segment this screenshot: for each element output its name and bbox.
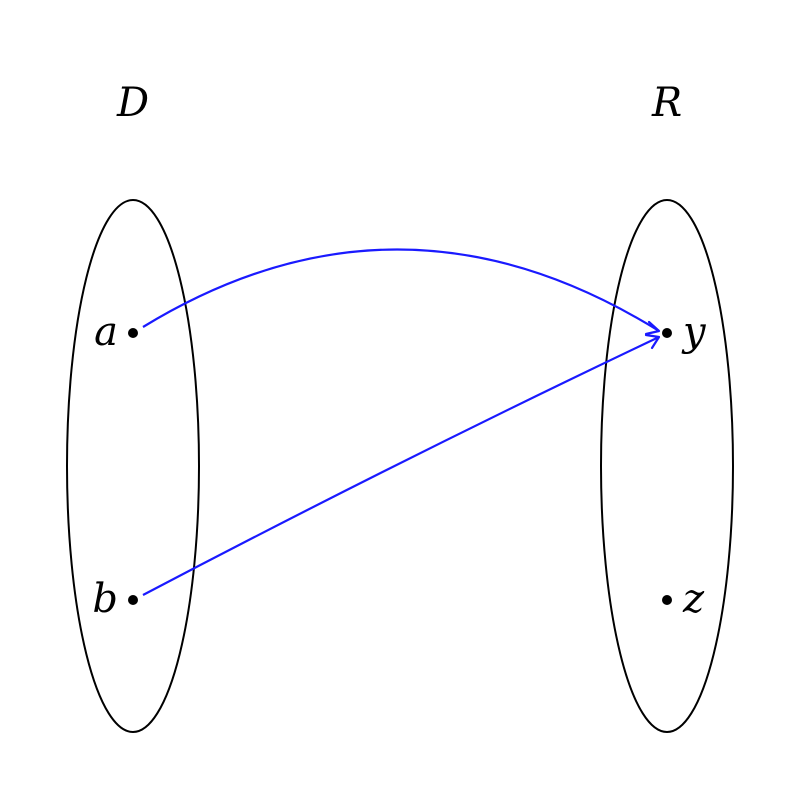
domain-set-label: D [116,80,149,126]
element-b-dot [128,595,138,605]
element-b-label: b [92,576,118,622]
mapping-arrow-a-to-y [142,248,660,332]
mapping-arrow-b-to-y [142,336,660,596]
element-y-dot [662,328,672,338]
element-z-dot [662,595,672,605]
mapping-arrowhead-b-to-y [644,333,661,350]
range-set-label: R [651,80,682,126]
element-a-label: a [94,309,118,355]
domain-set-oval [66,199,200,733]
element-y-label: y [681,309,707,355]
range-set-oval [600,199,734,733]
element-z-label: z [682,576,705,622]
mapping-arrowhead-a-to-y [644,320,661,336]
element-a-dot [128,328,138,338]
